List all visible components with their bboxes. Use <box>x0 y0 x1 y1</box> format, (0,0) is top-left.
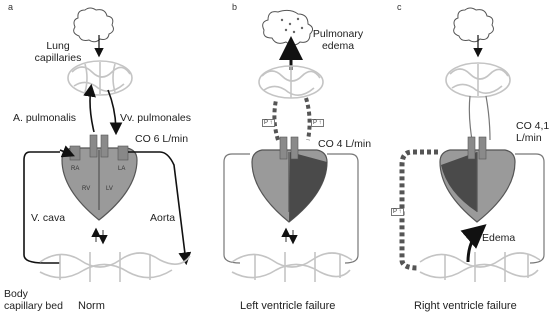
aorta-label: Aorta <box>150 212 175 224</box>
pulmonary-artery-c <box>469 96 472 140</box>
pulmonary-vein-c <box>486 96 490 140</box>
a-pulmonalis-label: A. pulmonalis <box>13 112 76 124</box>
panel-c <box>402 8 544 282</box>
lung-icon-c <box>454 8 494 42</box>
body-capillaries-a <box>40 252 190 282</box>
panel-letter-a: a <box>8 2 13 12</box>
heart-a <box>62 135 137 220</box>
body-capillaries-c <box>420 252 540 282</box>
heart-c <box>440 137 515 222</box>
rv-label: RV <box>82 186 90 192</box>
lung-icon-a <box>74 8 114 42</box>
caption-norm: Norm <box>78 300 105 312</box>
lv-label: LV <box>106 186 113 192</box>
panel-letter-c: c <box>397 2 402 12</box>
systemic-line-left-b <box>224 154 250 263</box>
dashed-pulmonary-artery-b <box>274 100 278 140</box>
caption-left-ventricle-failure: Left ventricle failure <box>240 300 335 312</box>
pressure-marker-b-1: P ↑ <box>262 119 275 127</box>
edema-label: Edema <box>482 232 515 244</box>
dashed-vena-cava-c <box>402 152 438 268</box>
co-label-c: CO 4,1 L/min <box>516 120 550 144</box>
systemic-line-right-b <box>327 154 358 263</box>
caption-right-ventricle-failure: Right ventricle failure <box>414 300 517 312</box>
pressure-marker-c: P ↑ <box>391 208 404 216</box>
systemic-line-right-c <box>515 154 544 263</box>
vv-pulmonales-arrow <box>108 90 116 132</box>
body-capillaries-b <box>232 252 352 282</box>
dashed-pulmonary-vein-b <box>306 98 310 140</box>
lung-icon-b <box>263 10 313 45</box>
co-label-a: CO 6 L/min <box>135 133 188 145</box>
vv-pulmonales-label: Vv. pulmonales <box>120 112 191 124</box>
lung-capillaries-c <box>446 63 510 97</box>
lung-capillaries-label: Lung capillaries <box>33 40 83 64</box>
ra-label: RA <box>71 166 79 172</box>
v-cava-line <box>24 152 60 263</box>
co-label-b: CO 4 L/min <box>318 138 371 150</box>
v-cava-label: V. cava <box>31 212 65 224</box>
pulmonary-edema-label: Pulmonary edema <box>310 28 366 52</box>
panel-letter-b: b <box>232 2 237 12</box>
lung-capillaries-b <box>259 66 323 98</box>
heart-b <box>252 137 327 222</box>
la-label: LA <box>118 166 125 172</box>
body-capillary-bed-label: Body capillary bed <box>4 288 64 312</box>
pressure-marker-b-2: P ↑ <box>311 119 324 127</box>
lung-capillaries-a <box>68 61 132 95</box>
